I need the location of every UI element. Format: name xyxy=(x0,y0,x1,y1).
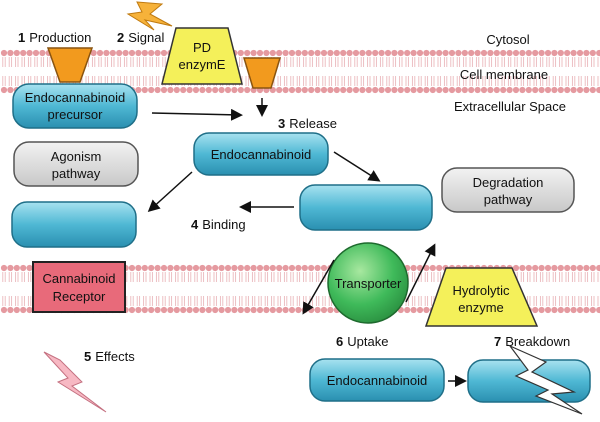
hydrolytic-enzyme-shape xyxy=(424,267,539,327)
release-enzyme-icon xyxy=(242,57,282,89)
endocannabinoid-bottom-label: Endocannabinoid xyxy=(327,373,427,388)
degradation-label-line1: Degradation xyxy=(473,175,544,190)
arrow-transporter-up xyxy=(405,243,436,303)
endocannabinoid-top-label: Endocannabinoid xyxy=(211,147,311,162)
receptor-label-line2: Receptor xyxy=(53,289,106,304)
pd-enzyme-label-line2: enzymE xyxy=(179,57,226,72)
precursor-label-line2: precursor xyxy=(48,107,104,122)
arrow-transporter-down xyxy=(302,259,335,315)
pd-enzyme-shape xyxy=(161,27,243,85)
effects-lightning-icon xyxy=(43,351,107,413)
cell-membrane-label: Cell membrane xyxy=(460,67,548,82)
hydrolytic-label-line2: enzyme xyxy=(458,300,504,315)
agonism-label-line2: pathway xyxy=(52,166,101,181)
degradation-pathway-box xyxy=(441,167,575,213)
cytosol-label: Cytosol xyxy=(486,32,529,47)
production-enzyme-icon xyxy=(46,47,94,83)
precursor-label-line1: Endocannabinoid xyxy=(25,90,125,105)
hydrolytic-label-line1: Hydrolytic xyxy=(452,283,510,298)
transporter-label: Transporter xyxy=(335,276,402,291)
signal-lightning-icon xyxy=(126,1,173,31)
endocannabinoid-bottom-box xyxy=(309,358,445,402)
degradation-label-line2: pathway xyxy=(484,192,533,207)
endocannabinoid-precursor-box xyxy=(12,83,138,129)
bound-endocannabinoid-box xyxy=(299,184,433,231)
endocannabinoid-top-box xyxy=(193,132,329,176)
breakdown-lightning-icon xyxy=(508,344,583,415)
arrow-to-agonism-result xyxy=(147,171,193,213)
arrow-to-bound-box xyxy=(333,151,381,182)
agonism-label-line1: Agonism xyxy=(51,149,102,164)
pd-enzyme-label-line1: PD xyxy=(193,40,211,55)
transporter-circle xyxy=(327,242,409,324)
extracellular-space-label: Extracellular Space xyxy=(454,99,566,114)
agonism-pathway-box xyxy=(13,141,139,187)
cannabinoid-receptor-box xyxy=(32,261,126,313)
agonism-result-box xyxy=(11,201,137,248)
arrow-precursor-to-release xyxy=(151,108,243,121)
receptor-label-line1: Cannabinoid xyxy=(42,271,115,286)
